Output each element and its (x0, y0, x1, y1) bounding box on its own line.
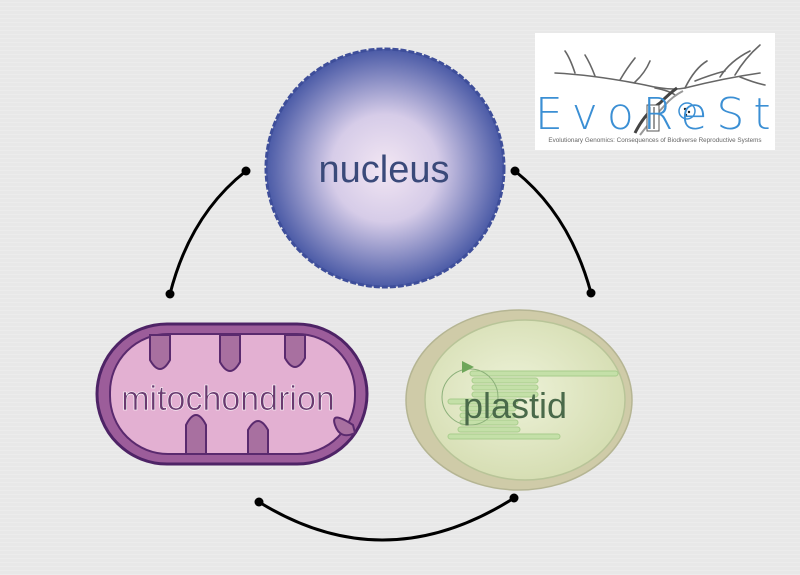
plastid-node: plastid (405, 309, 633, 491)
direction-arrow-icon (462, 361, 474, 373)
connector-endpoint (586, 288, 596, 298)
connector-mito-plastid (254, 493, 519, 542)
nucleus-label: nucleus (319, 149, 450, 191)
mitochondrion-node: mitochondrion (95, 322, 369, 466)
connector-endpoint (241, 166, 251, 176)
crista (284, 334, 306, 368)
connector-endpoint (254, 497, 264, 507)
logo-wordmark: EvoReSt (535, 89, 780, 140)
thylakoid-stacks (447, 370, 619, 440)
connector-nucleus-plastid (510, 166, 596, 298)
crista (149, 334, 171, 370)
crista (247, 420, 269, 455)
crista (185, 414, 207, 455)
mitochondrion-label: mitochondrion (121, 380, 335, 418)
nucleus-node: nucleus (264, 47, 506, 289)
connector-endpoint (509, 493, 519, 503)
logo-tagline: Evolutionary Genomics: Consequences of B… (548, 137, 762, 144)
dna-helix-icon (633, 86, 696, 136)
connector-endpoint (510, 166, 520, 176)
connector-mito-nucleus (165, 166, 251, 299)
tree-dna-icon (554, 44, 766, 136)
crista (333, 416, 357, 437)
connector-endpoint (165, 289, 175, 299)
crista (219, 334, 241, 372)
evorest-logo: EvoReSt Evolutionary Genomics: Consequen… (535, 33, 775, 150)
plastid-label: plastid (463, 385, 567, 426)
